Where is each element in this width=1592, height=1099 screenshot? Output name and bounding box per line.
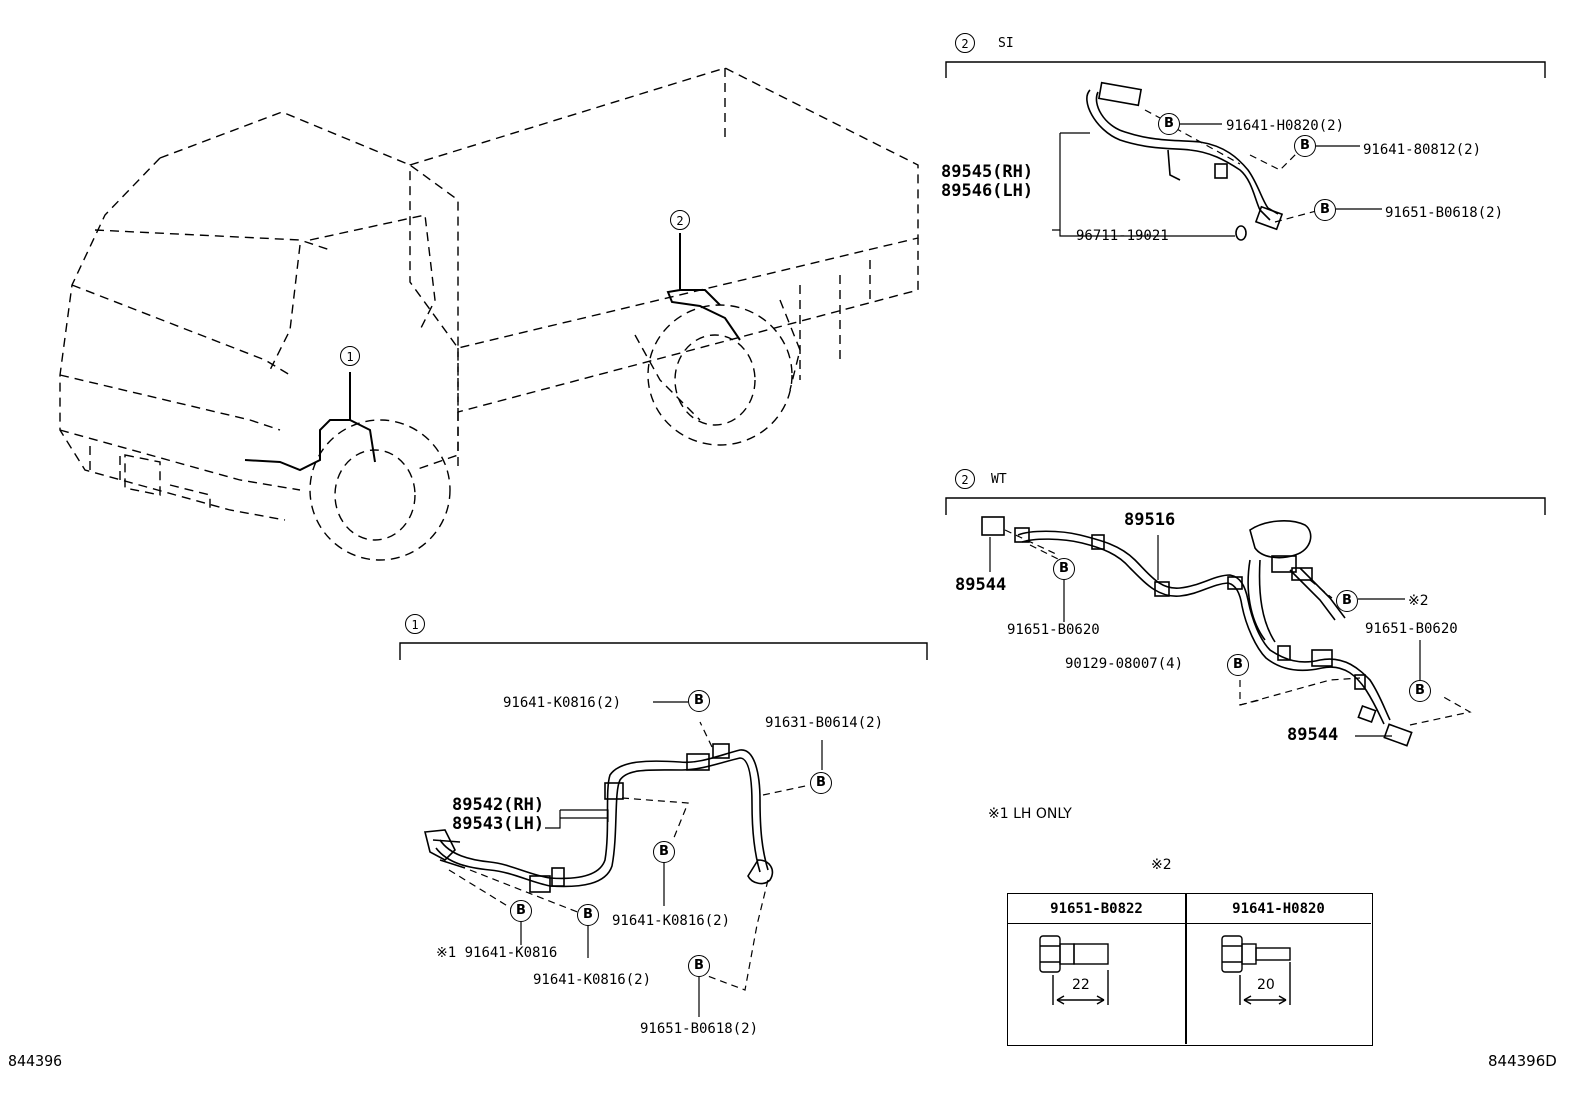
section-1-marker: 1 — [405, 614, 425, 634]
s1-part-note1: ※1 91641-K0816 — [436, 945, 558, 961]
si-part-rh: 89545(RH) — [941, 162, 1034, 182]
table-bolt-drawings — [1039, 935, 1291, 1005]
si-harness — [1086, 81, 1284, 241]
wt-note-mark: ※2 — [1408, 593, 1429, 609]
si-leaders — [1052, 123, 1382, 237]
si-part-96711-19021: 96711-19021 — [1076, 228, 1169, 244]
wt-sensor-left: 89544 — [955, 575, 1007, 595]
s1-part-bottom: 91651-B0618(2) — [640, 1021, 759, 1037]
table-header-col2: 91641-H0820 — [1186, 894, 1371, 924]
truck-marker-rear: 2 — [670, 210, 690, 230]
table-dim-col2: 20 — [1257, 977, 1275, 993]
bolt-icon: B — [1409, 680, 1431, 702]
si-part-91651-b0618: 91651-B0618(2) — [1385, 205, 1504, 221]
bolt-icon: B — [688, 955, 710, 977]
s1-part-rh: 89542(RH) — [452, 795, 545, 815]
bolt-icon: B — [810, 772, 832, 794]
wt-harness — [981, 516, 1413, 747]
s1-leaders-dashed — [448, 721, 811, 991]
s1-part-top: 91641-K0816(2) — [503, 695, 622, 711]
truck-marker-front: 1 — [340, 346, 360, 366]
table-divider — [1185, 894, 1187, 1044]
si-part-lh: 89546(LH) — [941, 181, 1034, 201]
bolt-spec-table: 91651-B0822 91641-H0820 — [1007, 893, 1373, 1046]
section-si-label: SI — [998, 36, 1014, 51]
truck-outline — [59, 67, 919, 561]
s1-part-mid: 91641-K0816(2) — [612, 913, 731, 929]
bolt-icon: B — [510, 900, 532, 922]
si-part-91641-80812: 91641-80812(2) — [1363, 142, 1482, 158]
section-wt-marker: 2 — [955, 469, 975, 489]
s1-part-lh: 89543(LH) — [452, 814, 545, 834]
footer-code-left: 844396 — [8, 1052, 63, 1070]
bolt-icon: B — [688, 690, 710, 712]
table-dim-col1: 22 — [1072, 977, 1090, 993]
bolt-icon: B — [577, 904, 599, 926]
s1-part-low: 91641-K0816(2) — [533, 972, 652, 988]
wt-clamp: 90129-08007(4) — [1065, 656, 1184, 672]
wt-leaders — [989, 535, 1421, 737]
table-header-col1: 91651-B0822 — [1008, 894, 1186, 924]
note-lh-only: ※1 LH ONLY — [988, 806, 1072, 822]
bolt-icon: B — [1227, 654, 1249, 676]
bolt-icon: B — [1294, 135, 1316, 157]
bolt-icon: B — [1314, 199, 1336, 221]
si-part-91641-h0820: 91641-H0820(2) — [1226, 118, 1345, 134]
s1-harness — [423, 743, 774, 893]
wt-leaders-dashed — [1004, 529, 1472, 726]
bolt-icon: B — [1336, 590, 1358, 612]
s1-part-right-top: 91631-B0614(2) — [765, 715, 884, 731]
wt-bolt-left: 91651-B0620 — [1007, 622, 1100, 638]
truck-harness-lines — [244, 233, 741, 472]
table-note-mark: ※2 — [1151, 857, 1172, 873]
wt-bolt-right: 91651-B0620 — [1365, 621, 1458, 637]
bolt-icon: B — [1158, 113, 1180, 135]
section-si-marker: 2 — [955, 33, 975, 53]
bolt-icon: B — [653, 841, 675, 863]
s1-leaders — [520, 701, 823, 1017]
section-wt-label: WT — [991, 472, 1007, 487]
bolt-icon: B — [1053, 558, 1075, 580]
wt-harness-89516: 89516 — [1124, 510, 1176, 530]
section-brackets — [399, 61, 1546, 660]
wt-sensor-right: 89544 — [1287, 725, 1339, 745]
footer-code-right: 844396D — [1488, 1052, 1557, 1070]
